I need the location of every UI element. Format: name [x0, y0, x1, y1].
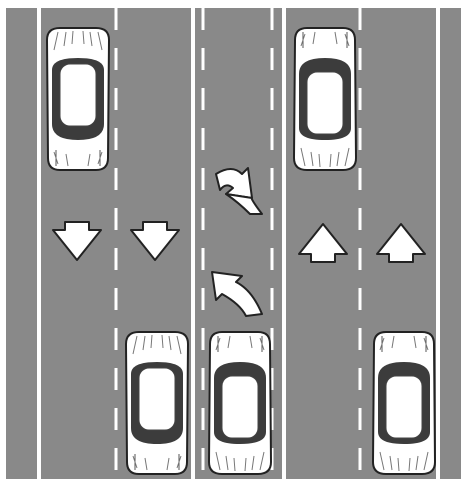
car-left-outer-top	[47, 28, 109, 170]
car-right-outer-bottom	[373, 332, 435, 474]
center-solid-line-right	[282, 8, 286, 479]
right-edge-line	[436, 8, 440, 479]
left-edge-line	[37, 8, 41, 479]
car-left-inner-bottom	[126, 332, 188, 474]
car-center-bottom	[209, 332, 271, 474]
car-right-inner-top	[294, 28, 356, 170]
center-solid-line-left	[191, 8, 195, 479]
